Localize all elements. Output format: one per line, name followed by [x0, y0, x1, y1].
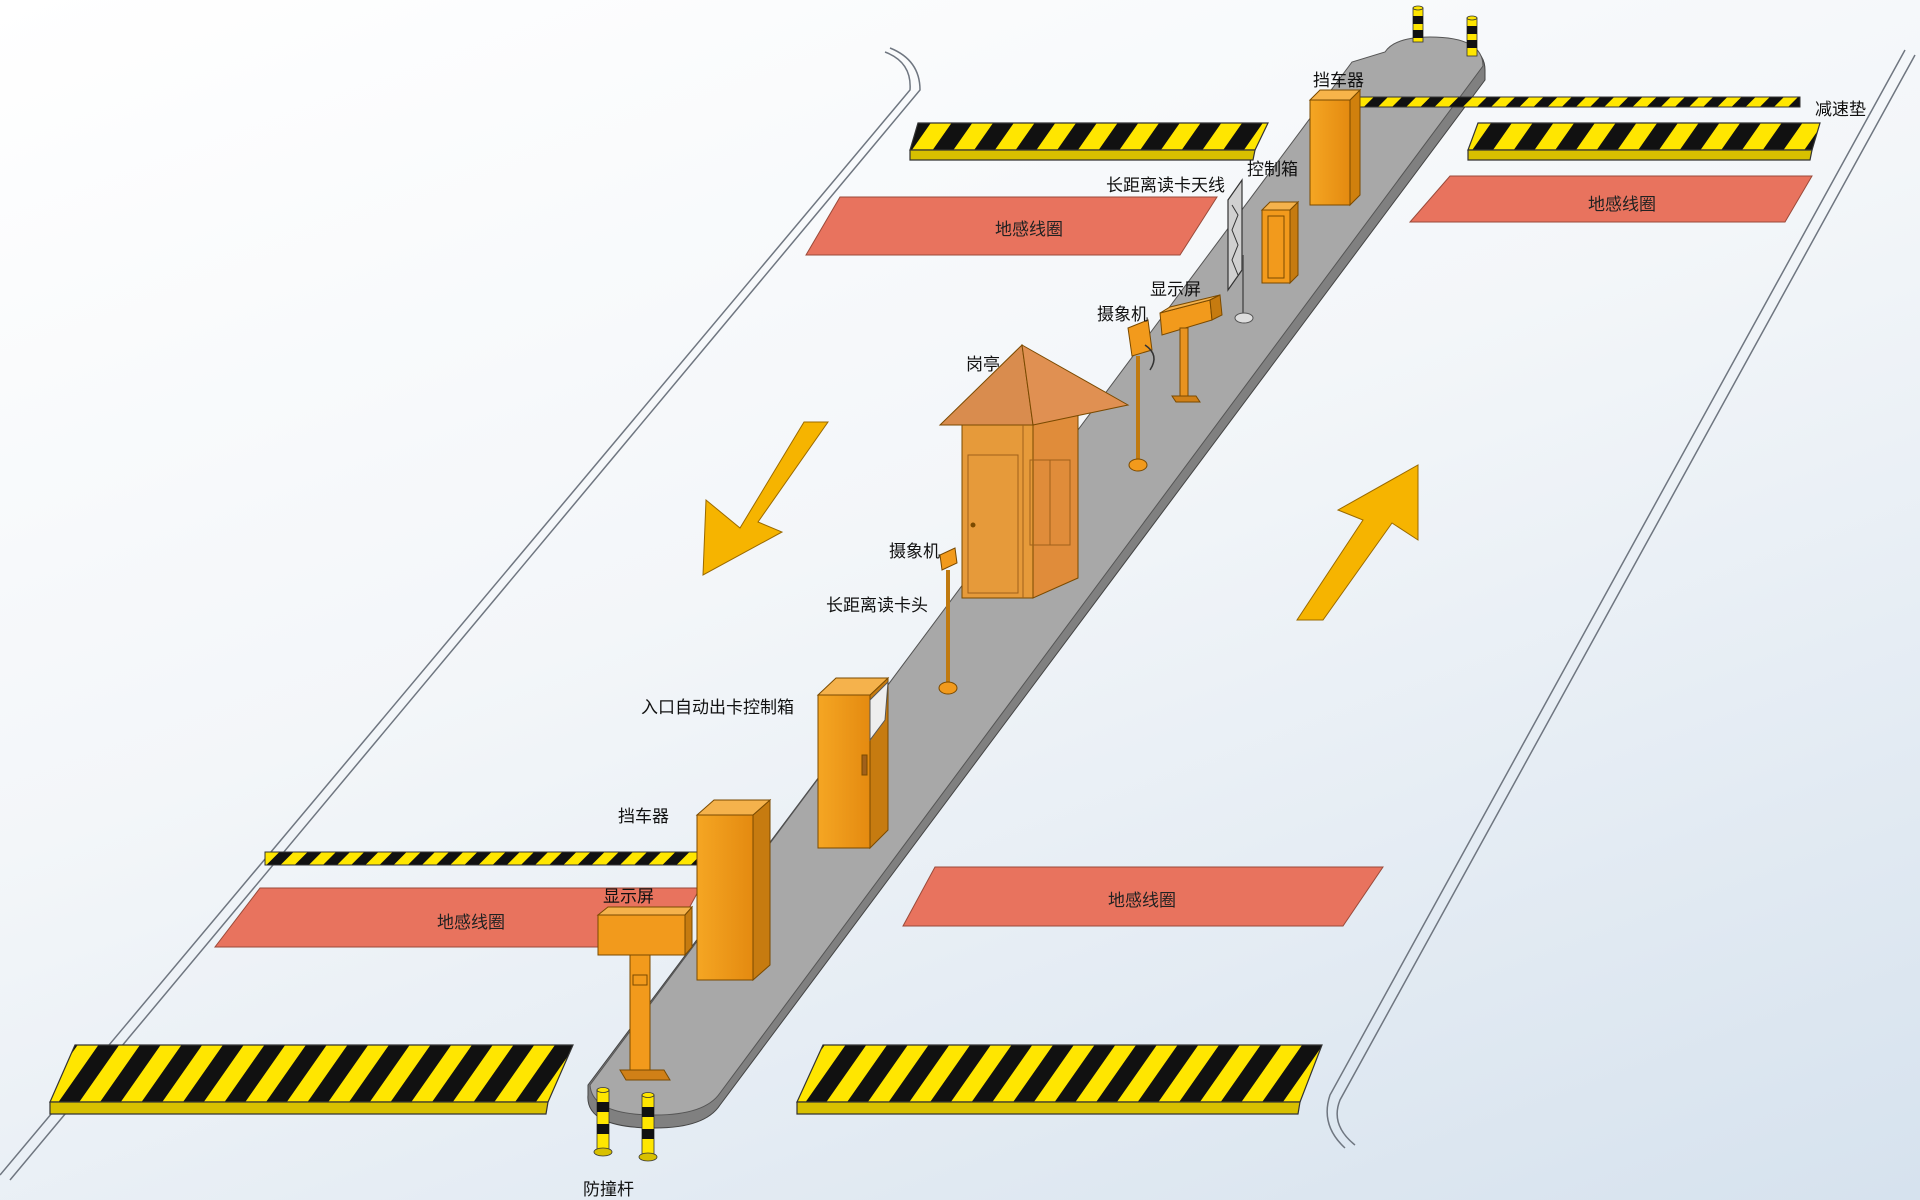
- label-camera-mid: 摄象机: [889, 542, 940, 562]
- bollard-top-2: [1466, 15, 1478, 57]
- label-camera-top: 摄象机: [1097, 305, 1148, 325]
- label-booth: 岗亭: [966, 355, 1000, 375]
- barrier-gate-bottom: [695, 798, 772, 982]
- camera-top: [1127, 319, 1155, 472]
- loop-label-top-left: 地感线圈: [995, 220, 1063, 240]
- loop-label-top-right: 地感线圈: [1588, 195, 1656, 215]
- bollard-top-1: [1412, 5, 1424, 43]
- anti-collision-bollards: [593, 1087, 658, 1162]
- auto-card-dispenser-box: [816, 676, 890, 850]
- speed-bump-bottom-left: [49, 1044, 574, 1115]
- loop-bottom-right: [902, 866, 1384, 927]
- speed-bumps: [49, 122, 1821, 1115]
- loop-label-bottom-right: 地感线圈: [1108, 891, 1176, 911]
- lane-boundary-left: [0, 47, 921, 1181]
- barrier-gate-top: [1308, 88, 1362, 207]
- camera-mid: [938, 547, 958, 695]
- barrier-arm-bottom: [264, 851, 701, 866]
- label-auto-card-box: 入口自动出卡控制箱: [641, 698, 794, 718]
- arrow-down-left: [702, 421, 829, 576]
- label-barrier-gate-top: 挡车器: [1313, 71, 1364, 91]
- control-box-top: [1260, 200, 1300, 285]
- label-long-range-antenna: 长距离读卡天线: [1106, 176, 1225, 196]
- loop-top-left: [805, 196, 1218, 256]
- direction-arrows: [702, 421, 1419, 621]
- induction-loops: [213, 175, 1813, 948]
- label-long-range-reader: 长距离读卡头: [826, 596, 928, 616]
- arrow-up-right: [1296, 464, 1419, 621]
- speed-bump-top-left: [909, 122, 1269, 161]
- label-speed-bump: 减速垫: [1815, 100, 1866, 120]
- label-display-top: 显示屏: [1150, 280, 1201, 300]
- bollard-bottom-2: [638, 1092, 658, 1162]
- bollard-bottom-1: [593, 1087, 613, 1157]
- speed-bump-bottom-right: [796, 1044, 1323, 1115]
- display-screen-top: [1159, 294, 1223, 403]
- lane-boundary-right: [1326, 49, 1916, 1149]
- label-anti-collision-post: 防撞杆: [583, 1180, 634, 1200]
- loop-label-bottom-left: 地感线圈: [437, 913, 505, 933]
- display-screen-bottom: [596, 905, 694, 1081]
- label-display-bottom: 显示屏: [603, 887, 654, 907]
- guard-booth: [938, 343, 1130, 599]
- long-range-antenna: [1227, 178, 1254, 324]
- barrier-arm-top: [1354, 96, 1801, 108]
- speed-bump-top-right: [1467, 122, 1821, 161]
- label-barrier-gate-bottom: 挡车器: [618, 807, 669, 827]
- loop-top-right: [1408, 175, 1813, 223]
- label-control-box: 控制箱: [1247, 160, 1298, 180]
- top-bollards: [1412, 5, 1478, 57]
